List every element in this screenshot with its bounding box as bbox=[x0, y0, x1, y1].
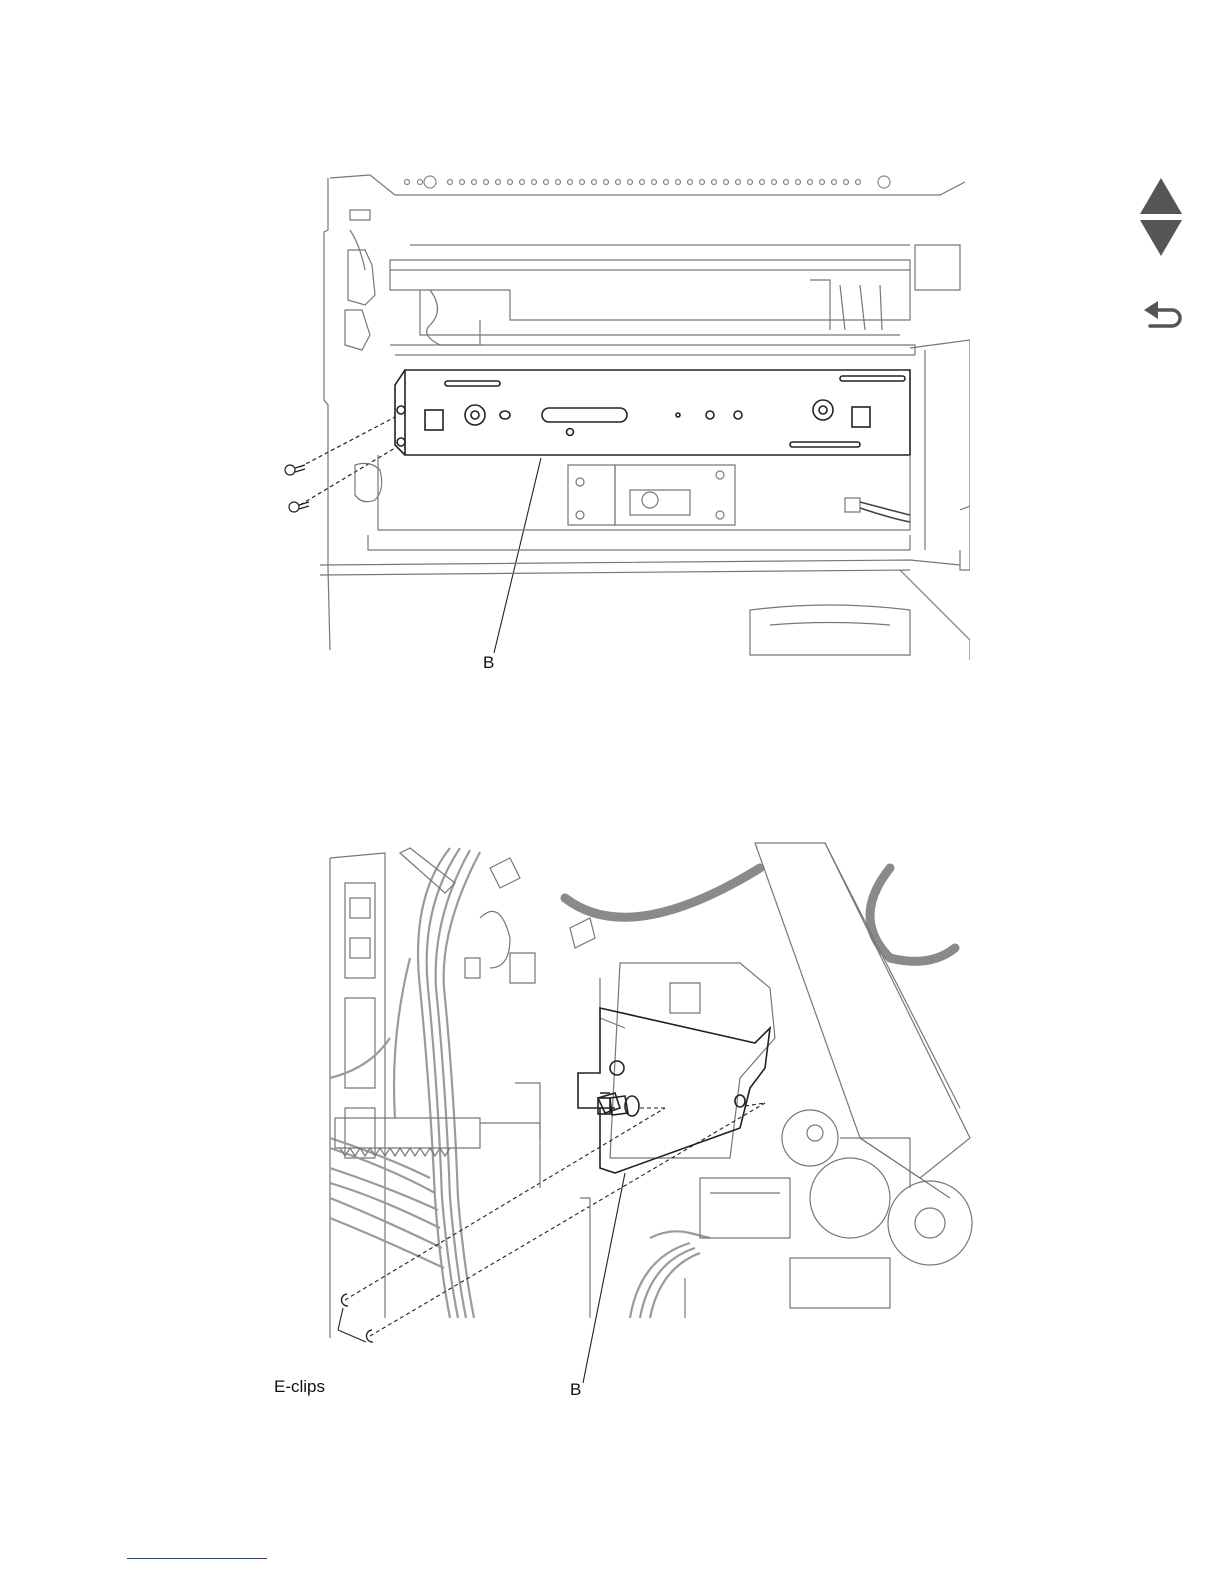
figure-side-plate: E-clips B bbox=[270, 838, 980, 1408]
triangle-down-icon bbox=[1138, 218, 1184, 258]
back-button[interactable] bbox=[1140, 296, 1186, 336]
next-page-button[interactable] bbox=[1138, 218, 1184, 258]
triangle-up-icon bbox=[1138, 176, 1184, 216]
previous-page-button[interactable] bbox=[1138, 176, 1184, 216]
footer-link[interactable] bbox=[127, 1558, 267, 1559]
callout-e-clips-label: E-clips bbox=[274, 1378, 325, 1396]
callout-b-label: B bbox=[570, 1381, 581, 1399]
callout-b-label: B bbox=[483, 654, 494, 672]
return-arrow-icon bbox=[1140, 296, 1186, 336]
figure-front-plate: B bbox=[270, 170, 970, 675]
